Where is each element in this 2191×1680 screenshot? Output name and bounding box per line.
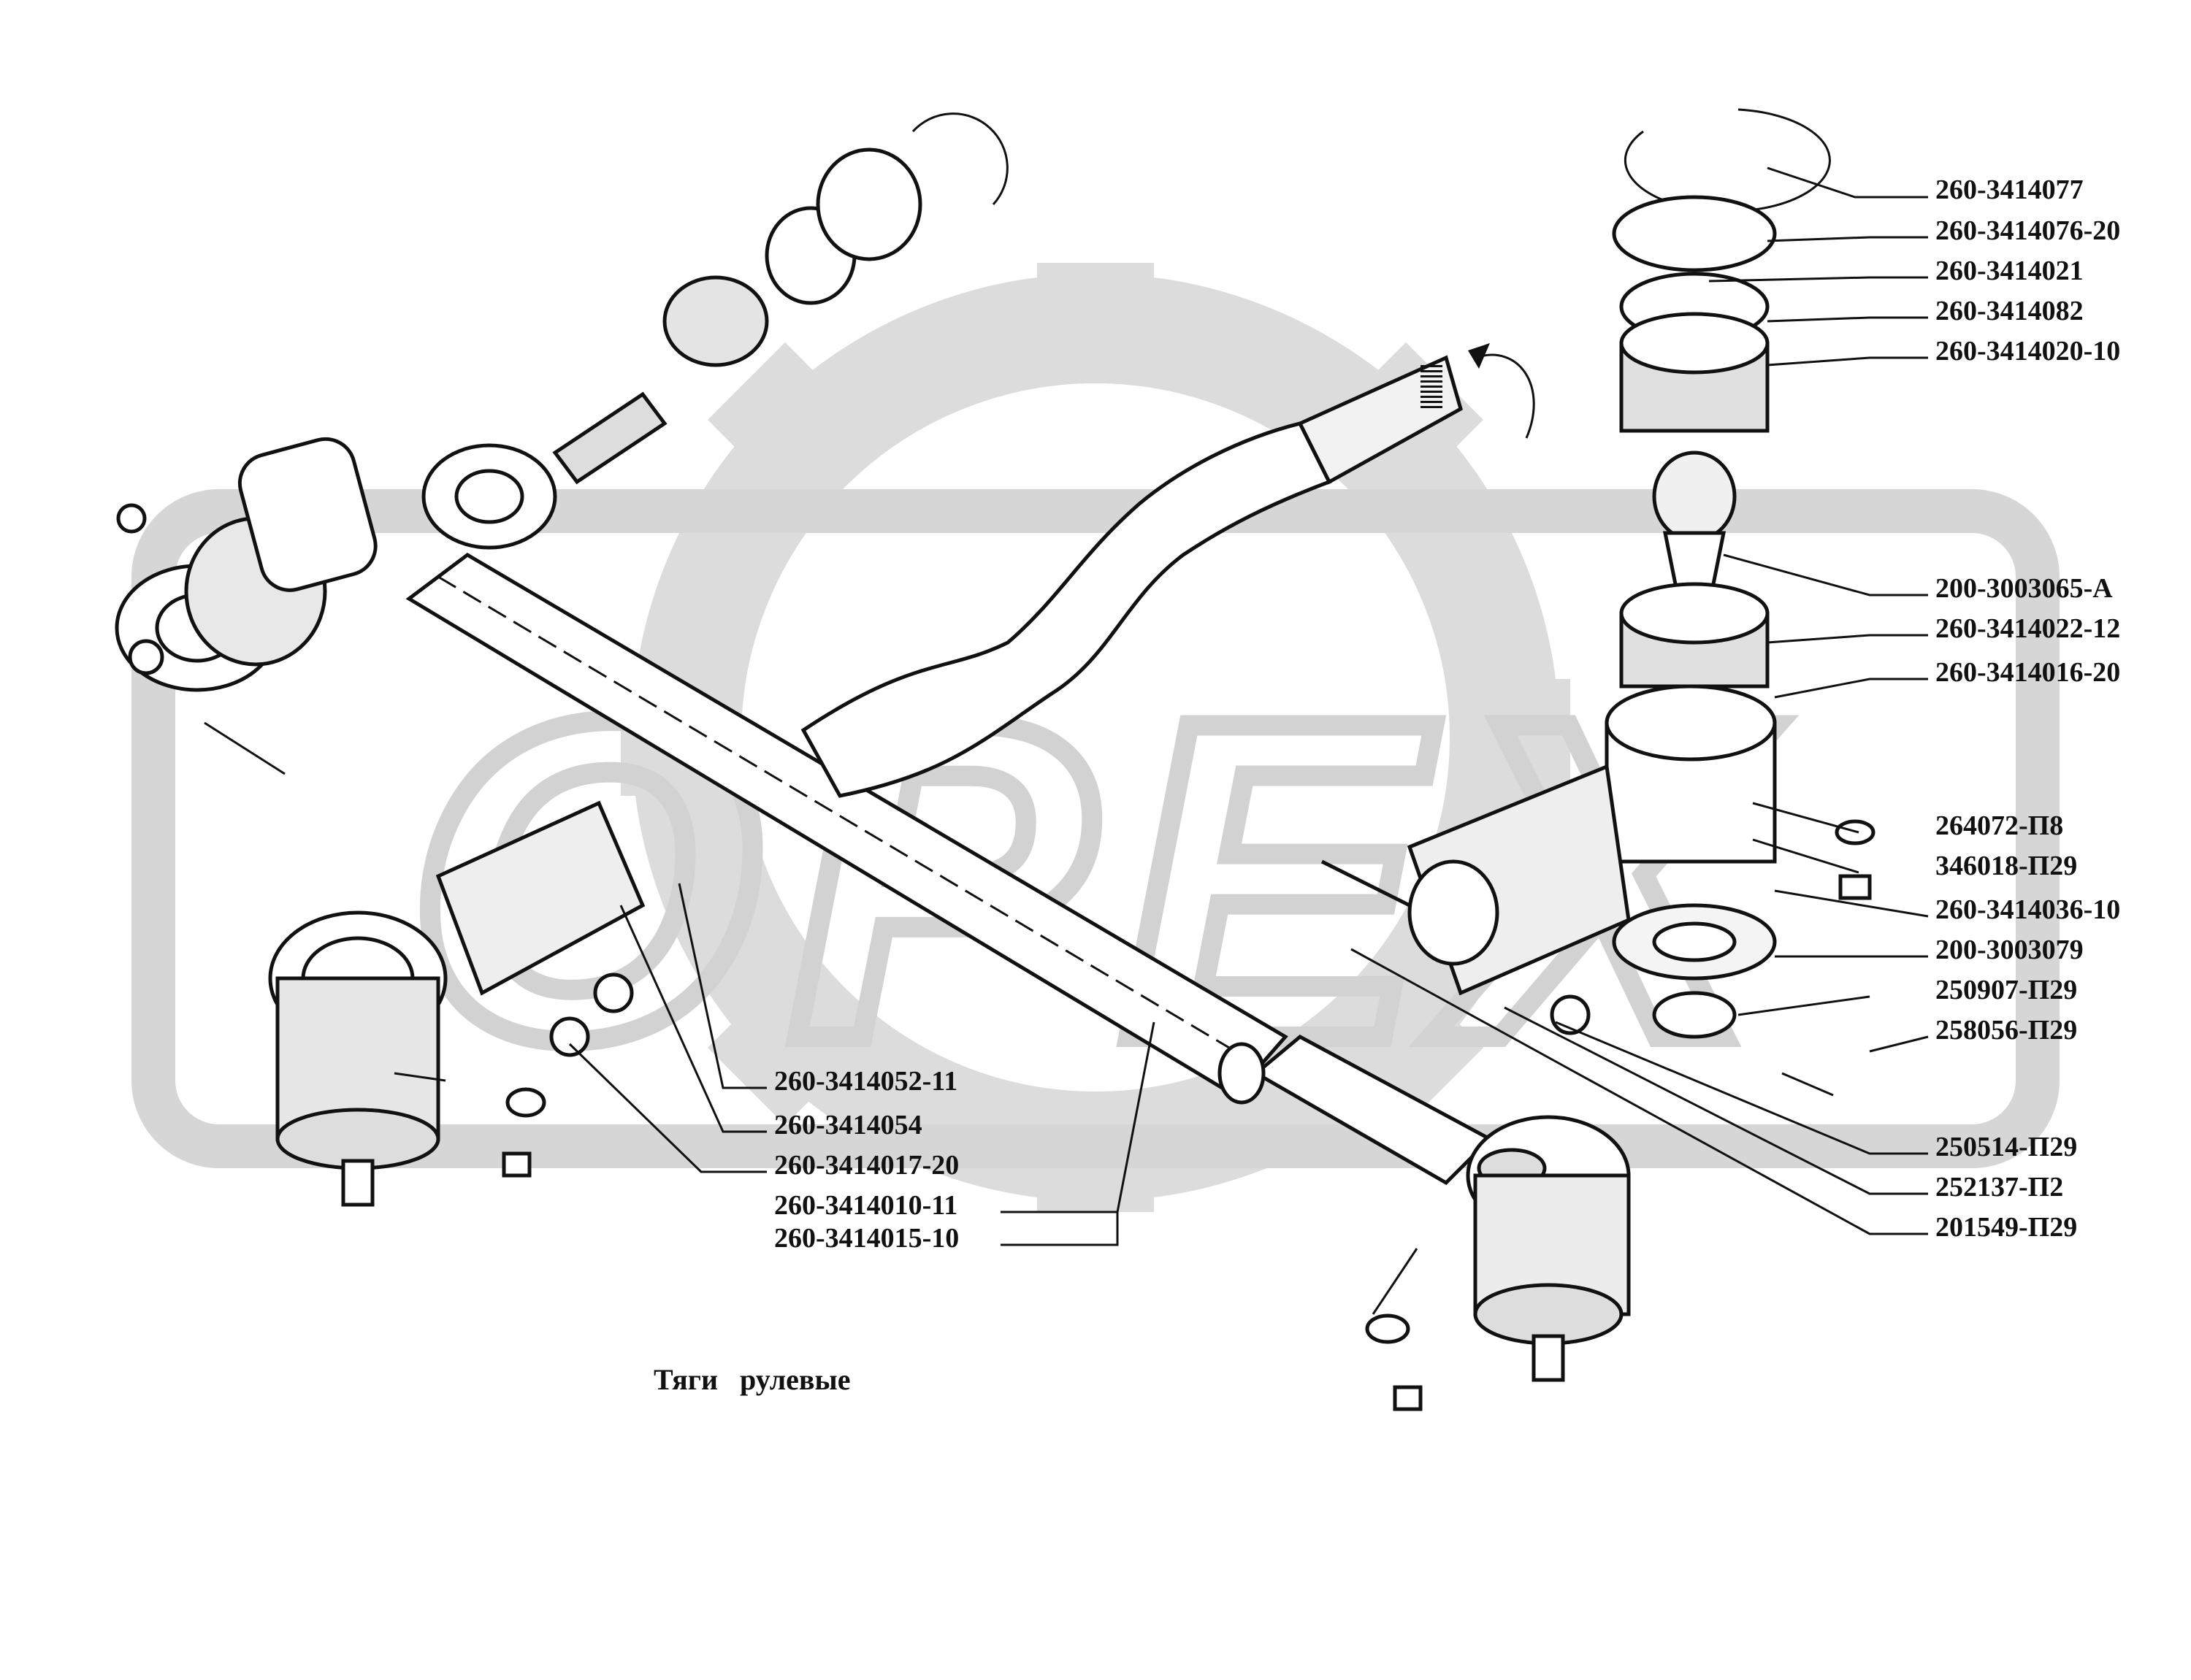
label-260-3414010-11: 260-3414010-11 (774, 1190, 957, 1221)
label-260-3414017-20: 260-3414017-20 (774, 1150, 959, 1181)
label-200-3003065-a: 200-3003065-А (1935, 573, 2113, 604)
label-260-3414022-12: 260-3414022-12 (1935, 613, 2120, 644)
label-260-3414082: 260-3414082 (1935, 296, 2084, 326)
label-260-3414036-10: 260-3414036-10 (1935, 894, 2120, 925)
left-lower-joint (268, 800, 646, 1207)
label-264072-p8: 264072-П8 (1935, 810, 2063, 841)
label-260-3414021: 260-3414021 (1935, 256, 2084, 286)
label-260-3414054: 260-3414054 (774, 1110, 922, 1140)
label-260-3414077: 260-3414077 (1935, 174, 2084, 205)
label-250907-p29: 250907-П29 (1935, 975, 2077, 1005)
label-260-3414076-20: 260-3414076-20 (1935, 215, 2120, 246)
left-upper-joint (115, 112, 1009, 775)
label-201549-p29: 201549-П29 (1935, 1212, 2077, 1243)
label-260-3414016-20: 260-3414016-20 (1935, 657, 2120, 688)
part-labels: 260-3414077 260-3414076-20 260-3414021 2… (774, 174, 2120, 1254)
right-stack (1320, 108, 1875, 1097)
label-250514-p29: 250514-П29 (1935, 1132, 2077, 1162)
label-260-3414052-11: 260-3414052-11 (774, 1066, 957, 1097)
right-lower-joint (1365, 1115, 1631, 1411)
watermark-frame (131, 489, 2060, 1168)
drag-link (800, 343, 1535, 798)
label-258056-p29: 258056-П29 (1935, 1015, 2077, 1046)
label-252137-p2: 252137-П2 (1935, 1172, 2063, 1203)
leader-lines (394, 166, 1929, 1315)
diagram-caption: Тяги рулевые (654, 1363, 851, 1396)
label-346018-p29: 346018-П29 (1935, 851, 2077, 881)
label-260-3414015-10: 260-3414015-10 (774, 1223, 959, 1254)
label-200-3003079: 200-3003079 (1935, 935, 2084, 965)
label-260-3414020-10: 260-3414020-10 (1935, 336, 2120, 367)
